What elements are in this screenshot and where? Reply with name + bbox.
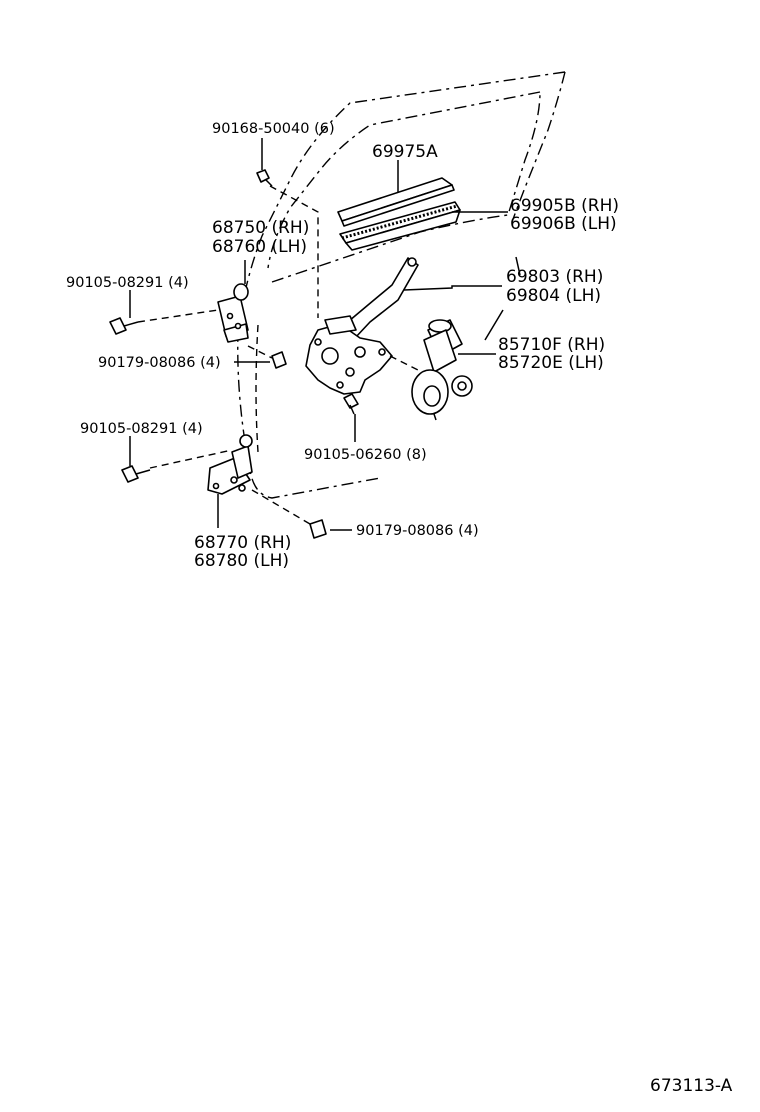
screw-top xyxy=(256,169,273,187)
nut-upper xyxy=(271,351,287,369)
installation-lines xyxy=(137,185,419,525)
label-glass: 69975A xyxy=(372,142,438,162)
window-motor xyxy=(411,319,473,421)
label-motor-lh: 85720E (LH) xyxy=(498,353,604,373)
diagram-code: 673113-A xyxy=(650,1076,733,1096)
label-screw-top: 90168-50040 (6) xyxy=(212,121,335,137)
label-bolt-lower: 90105-08291 (4) xyxy=(80,421,203,437)
label-hinge-lower-rh: 68770 (RH) xyxy=(194,533,291,553)
upper-hinge xyxy=(217,283,249,343)
bolt-upper xyxy=(109,317,139,335)
label-bolt-regulator: 90105-06260 (8) xyxy=(304,447,427,463)
nut-lower xyxy=(309,519,327,539)
leader-lines xyxy=(129,138,508,531)
label-motor-rh: 85710F (RH) xyxy=(498,335,605,355)
door-glass xyxy=(337,177,455,227)
label-hinge-lower-lh: 68780 (LH) xyxy=(194,551,289,571)
label-bolt-upper: 90105-08291 (4) xyxy=(66,275,189,291)
window-regulator xyxy=(305,257,419,395)
bolt-lower xyxy=(121,465,151,483)
bolt-regulator xyxy=(343,393,359,415)
glass-run xyxy=(339,201,461,251)
label-run-lh: 69906B (LH) xyxy=(510,214,617,234)
label-nut-upper: 90179-08086 (4) xyxy=(98,355,221,371)
lower-hinge xyxy=(207,434,253,495)
part-labels: 90168-50040 (6) 69975A 69905B (RH) 69906… xyxy=(66,121,733,1096)
label-nut-lower: 90179-08086 (4) xyxy=(356,523,479,539)
label-hinge-upper-lh: 68760 (LH) xyxy=(212,237,307,257)
label-run-rh: 69905B (RH) xyxy=(510,196,619,216)
label-regulator-rh: 69803 (RH) xyxy=(506,267,603,287)
label-regulator-lh: 69804 (LH) xyxy=(506,286,601,306)
label-hinge-upper-rh: 68750 (RH) xyxy=(212,218,309,238)
